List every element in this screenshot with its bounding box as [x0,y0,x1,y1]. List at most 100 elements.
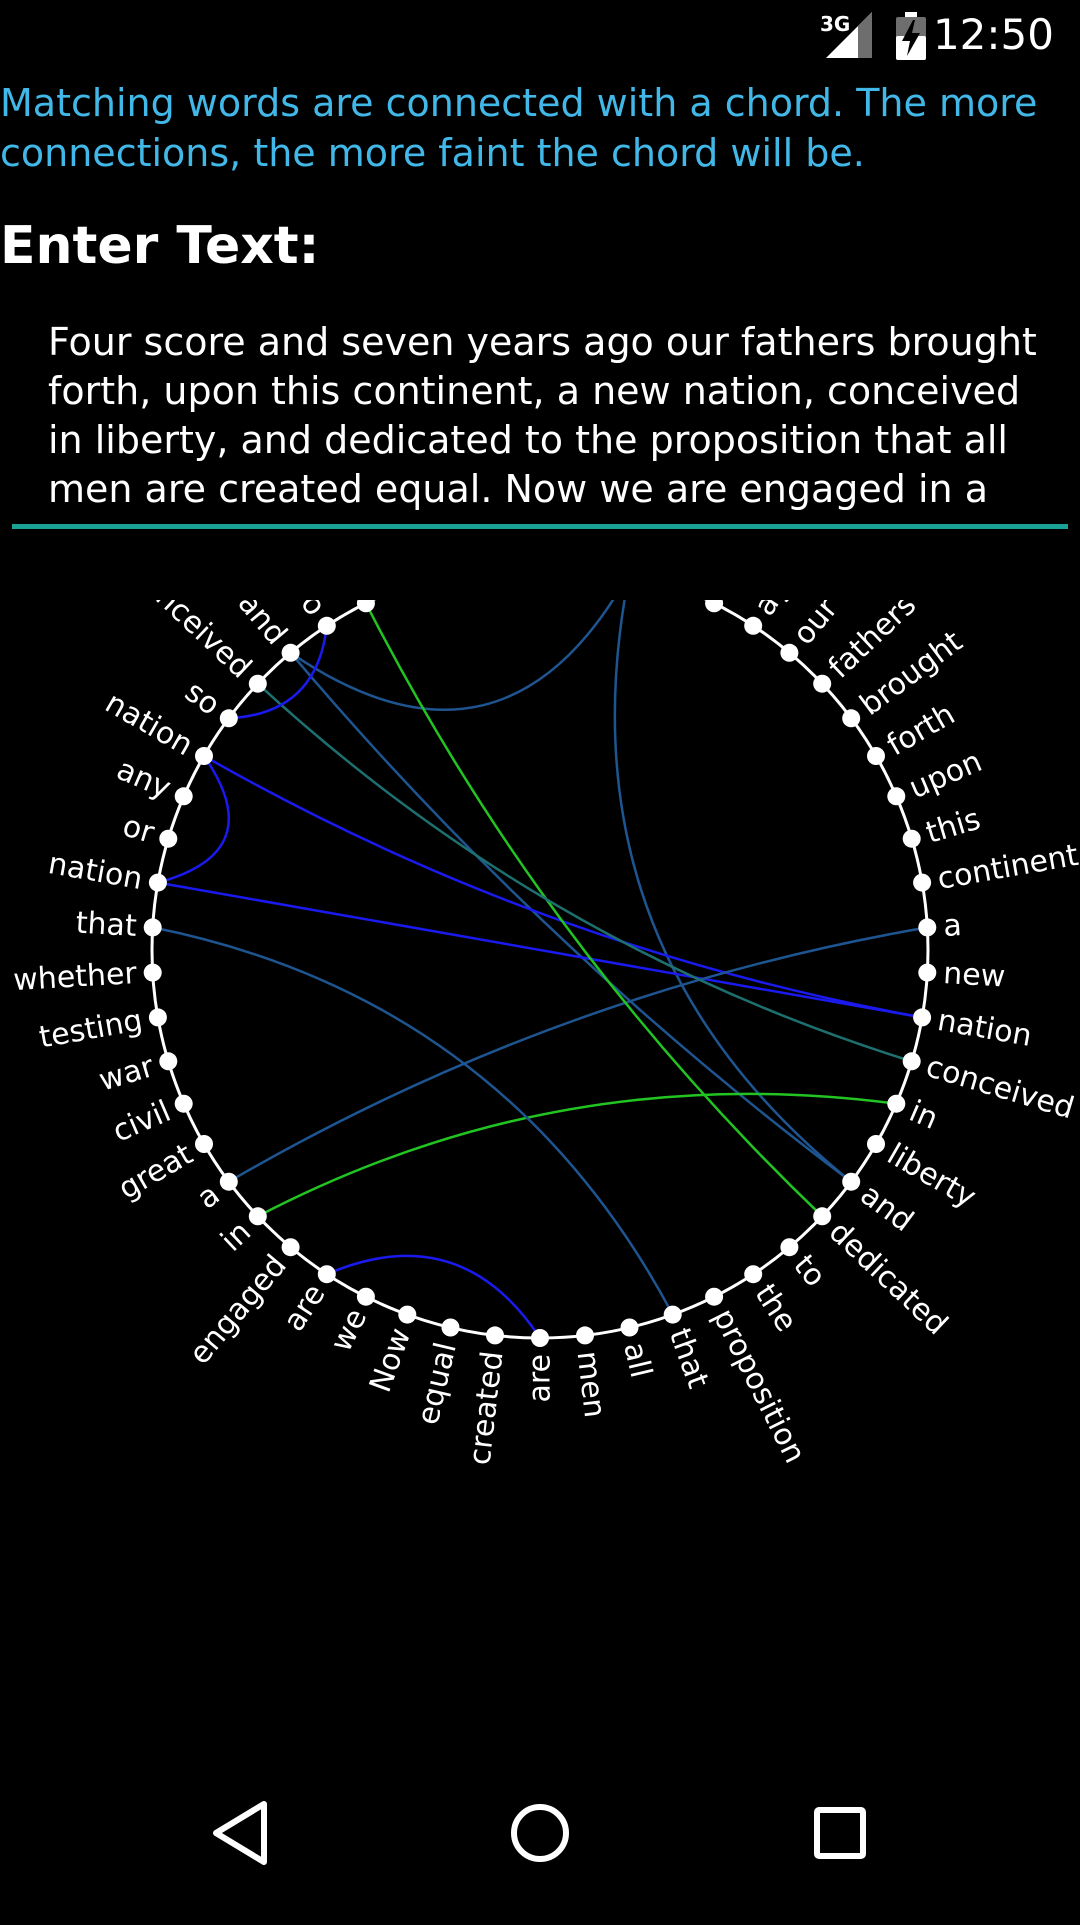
word-label: equal [411,1339,464,1428]
word-label: all [616,1339,658,1381]
navigation-bar [0,1780,1080,1920]
chord-dedicated-dedicated [364,602,824,1218]
chord-nation-nation [157,881,923,1019]
info-text: Matching words are connected with a chor… [0,81,1038,175]
word-label: the [747,1278,803,1338]
word-label: this [922,802,984,851]
word-label: in [904,1094,943,1137]
word-node [887,787,906,806]
chord-and-and [289,600,615,711]
chord-conceived-conceived [256,682,913,1063]
word-label: proposition [706,1303,813,1469]
word-node [148,873,167,892]
back-button[interactable] [162,1780,322,1920]
network-type-label: 3G [820,12,851,36]
text-input[interactable]: Four score and seven years ago our fathe… [48,320,1037,511]
word-node [620,1318,639,1337]
word-node [317,1265,336,1284]
signal-icon [826,12,872,58]
word-node [842,1172,861,1191]
word-label: whether [12,956,138,998]
word-label: continent [935,838,1080,897]
word-node [356,1287,375,1306]
word-node [780,643,799,662]
word-node [576,1326,594,1345]
word-node [744,616,763,635]
chord-so-so [228,625,329,720]
word-node [219,709,238,728]
word-node [531,1329,549,1347]
word-node [159,1052,178,1071]
chord-that-that [152,926,674,1316]
word-label: engaged [182,1248,293,1371]
word-node [744,1265,763,1284]
word-label: are [277,1278,333,1338]
word-node [902,829,921,848]
word-node [918,963,937,982]
word-label: upon [904,744,987,806]
word-label: war [95,1049,159,1099]
word-node [813,674,832,693]
status-time: 12:50 [932,10,1054,59]
chord-diagram: Fourscoreandsevenyearsagoourfathersbroug… [12,600,1080,1469]
word-node [867,747,885,765]
word-node [174,1094,193,1113]
word-label: conceived [922,1049,1078,1126]
chord-a-a [228,926,928,1183]
word-node [195,747,213,765]
word-node [174,787,193,806]
word-label: new [942,956,1006,995]
chord-and-and [289,651,852,1183]
word-node [486,1326,504,1345]
word-label: so [178,674,226,722]
word-node [918,918,937,937]
word-node [219,1172,238,1191]
word-label: we [324,1303,375,1357]
word-node [195,1135,213,1153]
recents-button[interactable] [760,1780,920,1920]
input-underline [12,524,1068,529]
word-label: or [119,809,159,852]
back-icon [213,1801,267,1865]
word-label: dedicated [822,1214,954,1342]
word-node [887,1094,906,1113]
word-node [705,1287,724,1306]
word-label: nation [935,1003,1035,1054]
home-button[interactable] [460,1780,620,1920]
word-node [281,1238,300,1257]
battery-charging-icon [896,12,926,60]
word-node [780,1238,799,1257]
status-bar: 3G 12:50 [0,0,1080,72]
word-label: civil [108,1094,176,1150]
word-node [913,873,932,892]
word-node [356,600,375,613]
word-label: that [75,905,138,943]
word-node [398,1305,417,1324]
word-label: nation [46,846,146,897]
word-label: created [462,1349,510,1467]
word-label: are [523,1354,558,1403]
word-node [842,709,861,728]
chord-nation-nation [203,754,923,1019]
word-node [441,1318,460,1337]
word-node [148,1008,167,1027]
word-node [867,1135,885,1153]
word-node [813,1207,832,1226]
word-label: Now [363,1324,418,1397]
word-label: that [662,1324,716,1393]
word-label: a [942,908,962,944]
chord-are-are [326,1254,542,1339]
word-node [913,1008,932,1027]
word-node [281,643,300,662]
word-label: any [111,752,176,806]
enter-text-label: Enter Text: [0,216,320,276]
word-node [143,963,162,982]
chord-in-in [257,1092,897,1218]
word-node [248,674,267,693]
word-node [902,1052,921,1071]
word-node [663,1305,682,1324]
word-node [317,616,336,635]
recents-icon [814,1807,866,1859]
word-label: testing [37,1003,146,1056]
word-label: men [570,1349,613,1419]
